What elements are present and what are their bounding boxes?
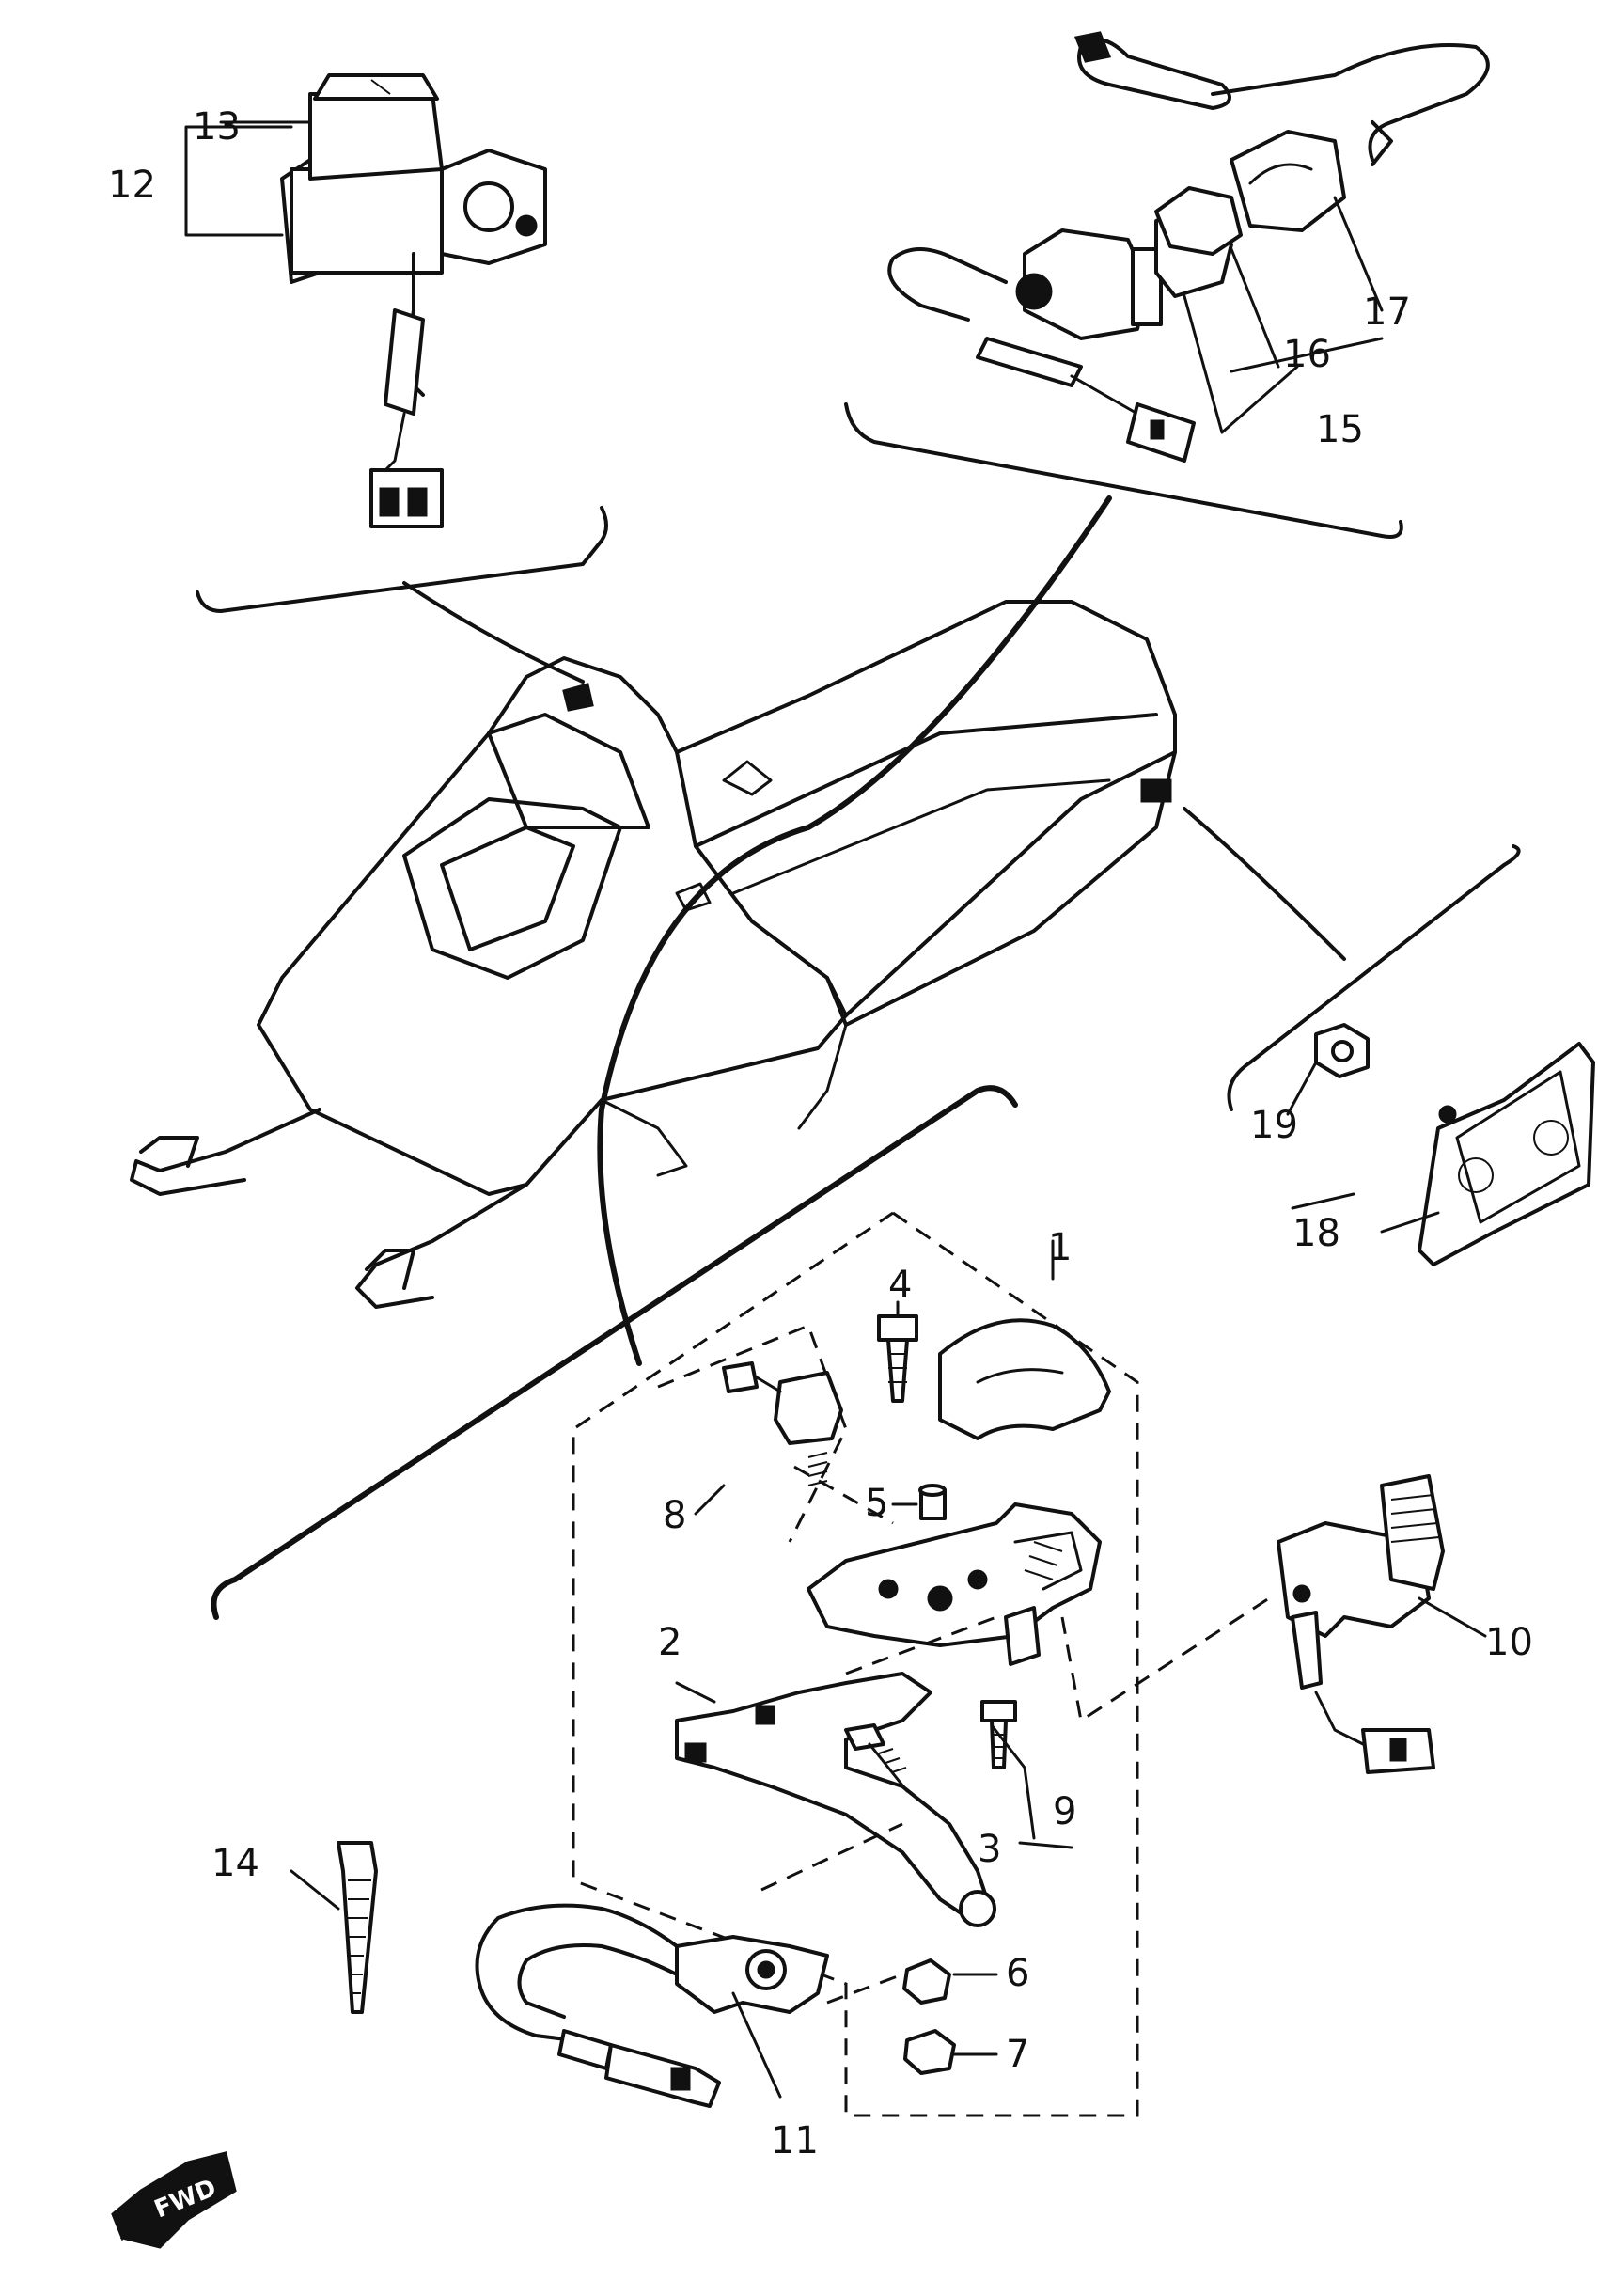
part-14-cable-tie [290, 1841, 378, 2014]
part-10-switch [1277, 1474, 1487, 1774]
callout-11: 11 [771, 2119, 819, 2162]
callout-3: 3 [978, 1828, 1001, 1871]
fwd-arrow-icon: FWD [111, 2151, 237, 2249]
callout-7: 7 [1006, 2033, 1029, 2076]
callout-labels: 1 2 3 4 5 6 7 8 9 10 11 12 13 14 15 16 1… [108, 105, 1533, 2162]
callout-6: 6 [1006, 1952, 1029, 1995]
part-15-main-switch [887, 31, 1490, 463]
callout-9: 9 [1053, 1790, 1076, 1833]
callout-leaders [675, 1192, 1355, 2056]
callout-17: 17 [1363, 291, 1411, 334]
callout-15: 15 [1316, 408, 1364, 451]
callout-8: 8 [663, 1494, 686, 1537]
callout-12: 12 [108, 164, 156, 207]
callout-13: 13 [193, 105, 241, 149]
callout-10: 10 [1485, 1621, 1533, 1664]
callout-16: 16 [1283, 333, 1331, 376]
callout-4: 4 [888, 1264, 912, 1307]
callout-19: 19 [1250, 1104, 1298, 1147]
snowmobile-illustration [130, 600, 1177, 1309]
callout-18: 18 [1292, 1212, 1340, 1255]
divider-lines [196, 402, 1521, 1620]
part-12-relay [184, 73, 547, 528]
callout-2: 2 [658, 1621, 682, 1664]
callout-14: 14 [212, 1842, 259, 1885]
throttle-assembly-group [572, 1211, 1270, 2117]
part-18-tail-light [1286, 1023, 1595, 1266]
part-11-throttle-switch [475, 1903, 829, 2108]
callout-1: 1 [1048, 1226, 1072, 1269]
callout-5: 5 [865, 1482, 888, 1525]
